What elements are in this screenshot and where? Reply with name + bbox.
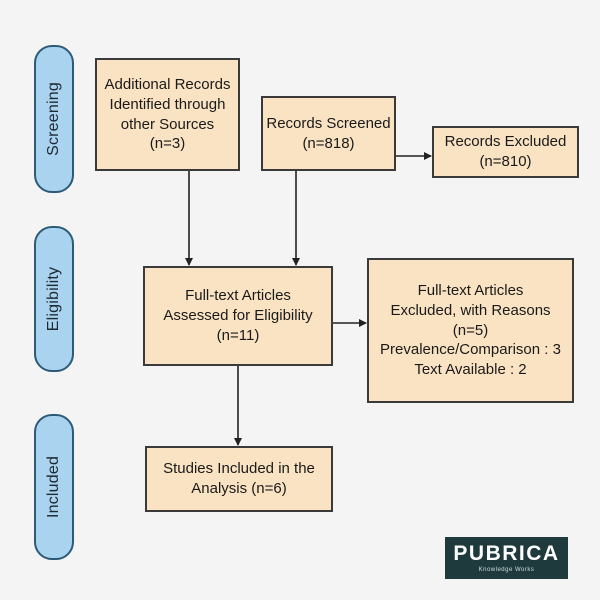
fulltext-excluded-reason-1: Prevalence/Comparison : 3	[380, 341, 561, 359]
records-excluded-label: Records Excluded	[444, 133, 567, 151]
records-excluded-count: (n=810)	[479, 153, 532, 170]
stage-screening: Screening	[34, 45, 74, 193]
box-studies-included: Studies Included in the Analysis (n=6)	[145, 446, 333, 512]
additional-records-line-1: Additional Records	[104, 75, 231, 93]
fulltext-assessed-line-2: Assessed for Eligibility	[163, 307, 313, 325]
fulltext-assessed-count: (n=11)	[216, 326, 260, 344]
logo-tagline: Knowledge Works	[478, 567, 535, 573]
box-records-screened: Records Screened (n=818)	[261, 96, 396, 171]
fulltext-excluded-line-2: Excluded, with Reasons	[390, 301, 551, 319]
stage-included: Included	[34, 414, 74, 560]
fulltext-excluded-count: (n=5)	[452, 321, 489, 339]
fulltext-excluded-reason-2: Text Available : 2	[414, 361, 527, 379]
stage-eligibility: Eligibility	[34, 226, 74, 372]
records-screened-count: (n=818)	[302, 134, 355, 152]
box-fulltext-assessed: Full-text Articles Assessed for Eligibil…	[143, 266, 333, 366]
box-records-excluded: Records Excluded (n=810)	[432, 126, 579, 178]
additional-records-line-3: other Sources	[120, 115, 215, 133]
records-screened-label: Records Screened	[266, 114, 391, 132]
studies-included-line-2: Analysis (n=6)	[191, 480, 287, 497]
pubrica-logo: PUBRICA Knowledge Works	[445, 537, 568, 579]
fulltext-assessed-line-1: Full-text Articles	[185, 287, 291, 305]
additional-records-line-2: Identified through	[109, 95, 226, 113]
box-fulltext-excluded: Full-text Articles Excluded, with Reason…	[367, 258, 574, 403]
logo-wordmark: PUBRICA	[453, 542, 560, 565]
box-additional-records: Additional Records Identified through ot…	[95, 58, 240, 171]
additional-records-count: (n=3)	[149, 135, 186, 153]
fulltext-excluded-line-1: Full-text Articles	[417, 282, 524, 299]
studies-included-line-1: Studies Included in the	[163, 460, 315, 478]
